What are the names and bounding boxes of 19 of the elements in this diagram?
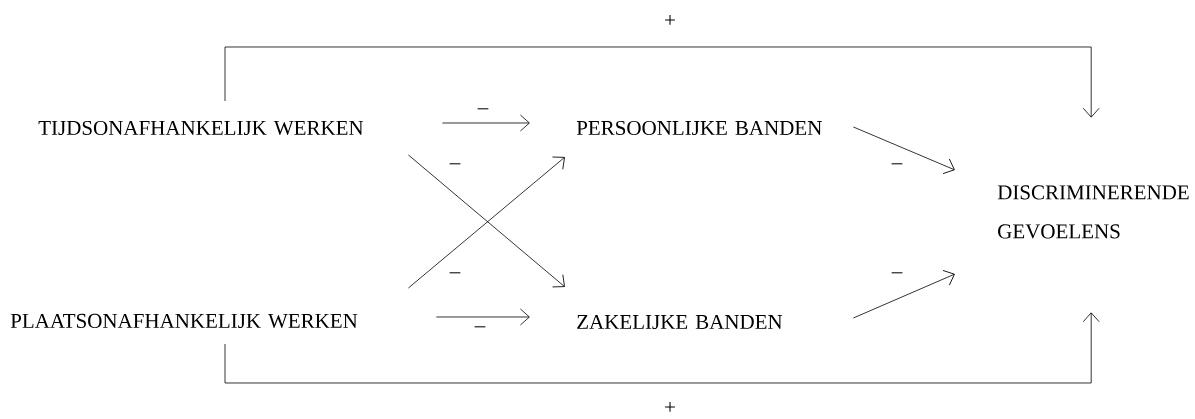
edge-label: + — [663, 14, 677, 28]
edge-label: – — [448, 271, 462, 279]
edge-label: + — [663, 401, 677, 415]
arrow — [442, 114, 530, 132]
arrow — [224, 46, 1100, 118]
arrow — [436, 308, 530, 326]
edge-label: – — [448, 162, 462, 170]
text-label: TIJDSONAFHANKELIJK WERKEN — [38, 120, 364, 136]
edge-label: – — [473, 325, 487, 333]
text-label: PERSOONLIJKE BANDEN — [576, 120, 822, 136]
text-label: DISCRIMINERENDE GEVOELENS — [997, 185, 1189, 239]
arrow — [224, 312, 1100, 384]
edge-label: – — [476, 107, 490, 115]
edge-label: – — [890, 162, 904, 170]
edge-label: – — [890, 271, 904, 279]
text-label: PLAATSONAFHANKELIJK WERKEN — [10, 313, 358, 329]
arrow — [853, 270, 955, 319]
arrow — [853, 126, 955, 174]
text-label: ZAKELIJKE BANDEN — [577, 314, 783, 329]
